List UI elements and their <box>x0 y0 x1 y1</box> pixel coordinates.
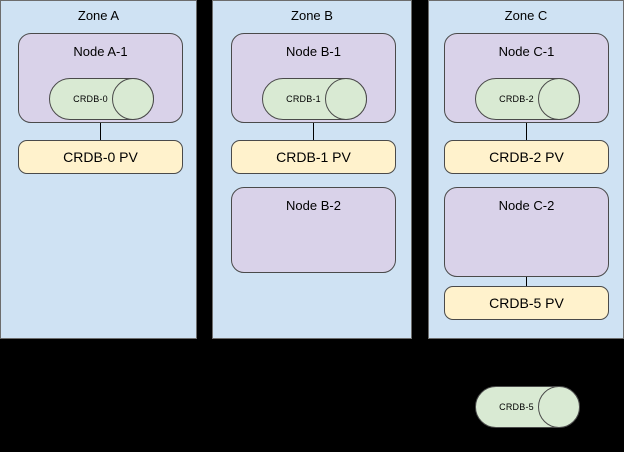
cylinder-icon <box>475 386 580 428</box>
zone-container-a[interactable]: Zone A Node A-1 CRDB-0 CRDB-0 PV <box>0 0 197 339</box>
cylinder-icon <box>49 78 154 120</box>
pv-box-crdb-2[interactable]: CRDB-2 PV <box>444 140 609 174</box>
pv-label-crdb-5: CRDB-5 PV <box>489 295 564 311</box>
node-box-a-1[interactable]: Node A-1 CRDB-0 <box>18 33 183 123</box>
pv-label-crdb-1: CRDB-1 PV <box>276 149 351 165</box>
node-title-b-2: Node B-2 <box>286 198 341 213</box>
zone-title-c: Zone C <box>504 8 548 23</box>
pv-label-crdb-0: CRDB-0 PV <box>63 149 138 165</box>
connector-crdb-2-to-pv <box>526 123 527 142</box>
node-box-c-2[interactable]: Node C-2 CRDB-5 <box>444 187 609 428</box>
node-title-b-1: Node B-1 <box>286 44 341 59</box>
pv-box-crdb-1[interactable]: CRDB-1 PV <box>231 140 396 174</box>
pv-box-crdb-5[interactable]: CRDB-5 PV <box>444 286 609 320</box>
node-title-c-2: Node C-2 <box>498 198 555 213</box>
pv-label-crdb-2: CRDB-2 PV <box>489 149 564 165</box>
zone-title-a: Zone A <box>77 8 120 23</box>
zone-title-b: Zone B <box>291 8 333 23</box>
database-cylinder-crdb-0[interactable]: CRDB-0 <box>49 78 154 120</box>
cylinder-icon <box>475 78 580 120</box>
pv-box-crdb-0[interactable]: CRDB-0 PV <box>18 140 183 174</box>
node-title-a-1: Node A-1 <box>73 44 128 59</box>
cylinder-icon <box>262 78 367 120</box>
node-box-c-1[interactable]: Node C-1 CRDB-2 <box>444 33 609 123</box>
database-cylinder-crdb-1[interactable]: CRDB-1 <box>262 78 367 120</box>
database-cylinder-crdb-2[interactable]: CRDB-2 <box>475 78 580 120</box>
node-title-c-1: Node C-1 <box>498 44 555 59</box>
node-box-b-2[interactable]: Node B-2 <box>231 187 396 273</box>
connector-crdb-1-to-pv <box>313 123 314 142</box>
zone-container-c[interactable]: Zone C Node C-1 CRDB-2 CRDB-2 PV Node C-… <box>428 0 624 428</box>
zone-container-b[interactable]: Zone B Node B-1 CRDB-1 CRDB-1 PV Node B-… <box>212 0 412 339</box>
database-cylinder-crdb-5[interactable]: CRDB-5 <box>475 386 580 428</box>
node-box-b-1[interactable]: Node B-1 CRDB-1 <box>231 33 396 123</box>
connector-crdb-0-to-pv <box>100 123 101 142</box>
